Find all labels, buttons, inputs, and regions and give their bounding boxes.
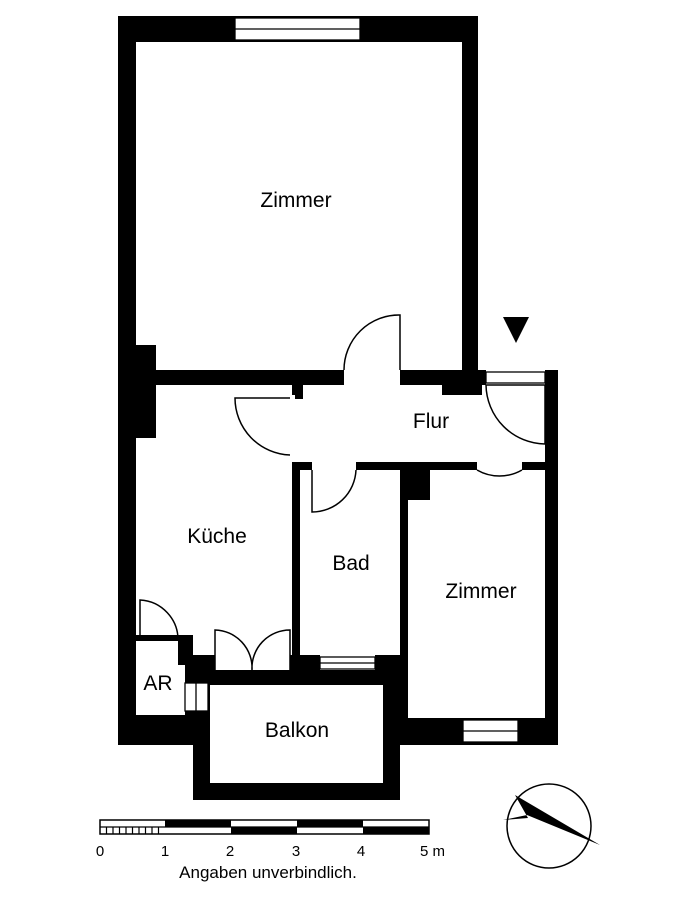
entrance-arrow-icon [503,317,529,343]
scale-bar: 0 1 2 3 4 5 m Angaben unverbindlich. [96,819,445,882]
disclaimer-text: Angaben unverbindlich. [179,863,357,882]
scale-tick: 2 [226,843,234,860]
scale-tick: 4 [357,843,365,860]
windows [184,17,546,743]
compass-north-icon [503,783,600,869]
walls [118,16,558,800]
room-label-balkon: Balkon [265,719,329,742]
scale-tick: 5 m [420,843,445,860]
doors [139,314,546,671]
room-label-bad: Bad [332,552,369,575]
room-label-flur: Flur [413,410,449,433]
scale-tick: 1 [161,843,169,860]
room-label-zimmer-large: Zimmer [260,189,331,212]
scale-tick: 0 [96,843,104,860]
room-label-zimmer-small: Zimmer [445,580,516,603]
room-label-ar: AR [143,672,172,695]
room-label-kueche: Küche [187,525,247,548]
scale-tick: 3 [292,843,300,860]
